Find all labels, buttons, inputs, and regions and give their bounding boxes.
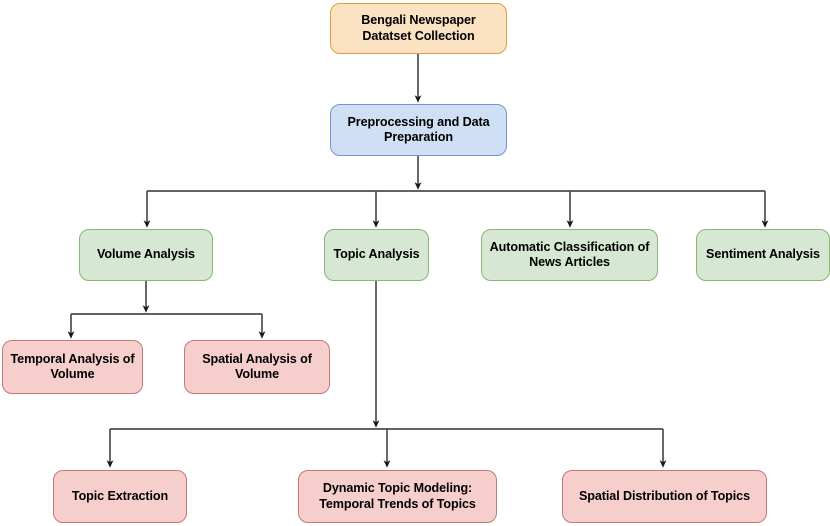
node-topic-analysis[interactable]: Topic Analysis	[324, 229, 429, 281]
node-bengali-newspaper-dataset-collection[interactable]: Bengali Newspaper Datatset Collection	[330, 3, 507, 54]
node-spatial-distribution-of-topics[interactable]: Spatial Distribution of Topics	[562, 470, 767, 523]
node-label: Sentiment Analysis	[706, 247, 820, 262]
node-spatial-analysis-of-volume[interactable]: Spatial Analysis of Volume	[184, 340, 330, 394]
node-label: Volume Analysis	[97, 247, 195, 262]
node-label: Dynamic Topic Modeling: Temporal Trends …	[319, 481, 476, 511]
node-temporal-analysis-of-volume[interactable]: Temporal Analysis of Volume	[2, 340, 143, 394]
node-label: Bengali Newspaper Datatset Collection	[361, 13, 476, 43]
node-label: Spatial Distribution of Topics	[579, 488, 750, 503]
node-sentiment-analysis[interactable]: Sentiment Analysis	[696, 229, 830, 281]
node-label: Topic Analysis	[333, 247, 420, 262]
node-preprocessing-and-data-preparation[interactable]: Preprocessing and Data Preparation	[330, 104, 507, 156]
node-dynamic-topic-modeling[interactable]: Dynamic Topic Modeling: Temporal Trends …	[298, 470, 497, 523]
node-label: Temporal Analysis of Volume	[10, 351, 135, 382]
node-label: Spatial Analysis of Volume	[202, 351, 312, 382]
node-topic-extraction[interactable]: Topic Extraction	[53, 470, 187, 523]
node-label: Preprocessing and Data Preparation	[347, 114, 490, 145]
node-automatic-classification-of-news-articles[interactable]: Automatic Classification of News Article…	[481, 229, 658, 281]
node-label: Automatic Classification of News Article…	[489, 239, 650, 270]
node-label: Topic Extraction	[71, 488, 169, 503]
node-volume-analysis[interactable]: Volume Analysis	[79, 229, 213, 281]
